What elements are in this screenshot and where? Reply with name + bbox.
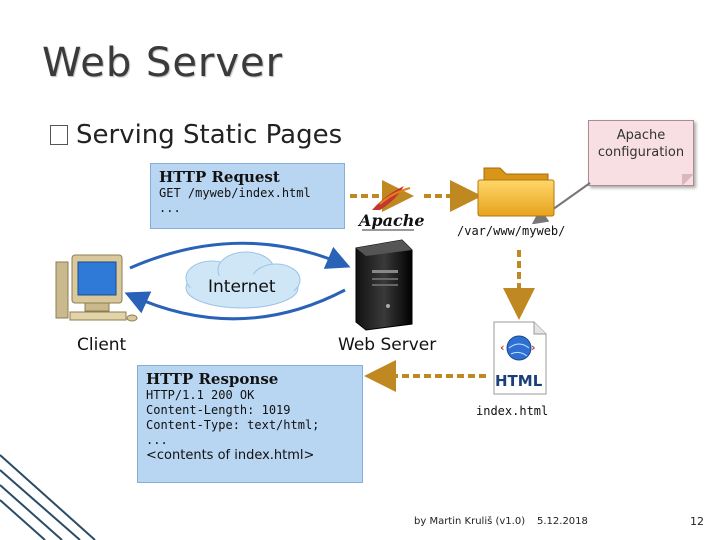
html-icon-text: HTML [495, 372, 543, 390]
http-response-box: HTTP Response HTTP/1.1 200 OK Content-Le… [137, 365, 363, 483]
corner-decoration [0, 454, 96, 540]
html-file-icon: ‹ › HTML [493, 321, 547, 395]
document-root-path: /var/www/myweb/ [457, 224, 566, 238]
response-line: Content-Type: text/html; [146, 418, 320, 432]
apache-logo-text: Apache [357, 211, 425, 230]
svg-text:‹: ‹ [500, 341, 505, 354]
apache-config-note: Apache configuration [588, 120, 694, 186]
internet-lower-curve [124, 288, 346, 321]
bullet-text: Serving Static Pages [76, 120, 343, 150]
client-label: Client [77, 335, 127, 355]
request-line: GET /myweb/index.html [159, 186, 311, 200]
request-heading: HTTP Request [159, 168, 280, 186]
slide-title: Web Server [42, 40, 284, 86]
request-line: ... [159, 201, 181, 215]
svg-text:›: › [531, 341, 536, 354]
response-heading: HTTP Response [146, 370, 279, 388]
response-contents: <contents of index.html> [146, 448, 315, 463]
response-line: Content-Length: 1019 [146, 403, 291, 417]
checkbox-bullet-icon [50, 125, 68, 145]
page-number: 12 [690, 515, 704, 528]
bullet-item: Serving Static Pages [50, 120, 342, 150]
web-server-label: Web Server [338, 335, 437, 355]
file-label: index.html [476, 404, 549, 418]
internet-cloud-icon [185, 251, 301, 309]
internet-upper-curve [129, 241, 351, 270]
response-line: ... [146, 433, 168, 447]
footer-date: 5.12.2018 [537, 516, 588, 527]
apache-feather-icon: Apache [357, 186, 425, 231]
internet-label: Internet [208, 277, 276, 297]
server-tower-icon [355, 239, 413, 331]
footer-author: by Martin Kruliš (v1.0) [414, 516, 526, 527]
note-text: Apache configuration [597, 128, 685, 160]
response-line: HTTP/1.1 200 OK [146, 388, 255, 402]
client-computer-icon [55, 254, 138, 322]
http-request-box: HTTP Request GET /myweb/index.html ... [150, 163, 345, 229]
folder-icon [477, 167, 555, 217]
